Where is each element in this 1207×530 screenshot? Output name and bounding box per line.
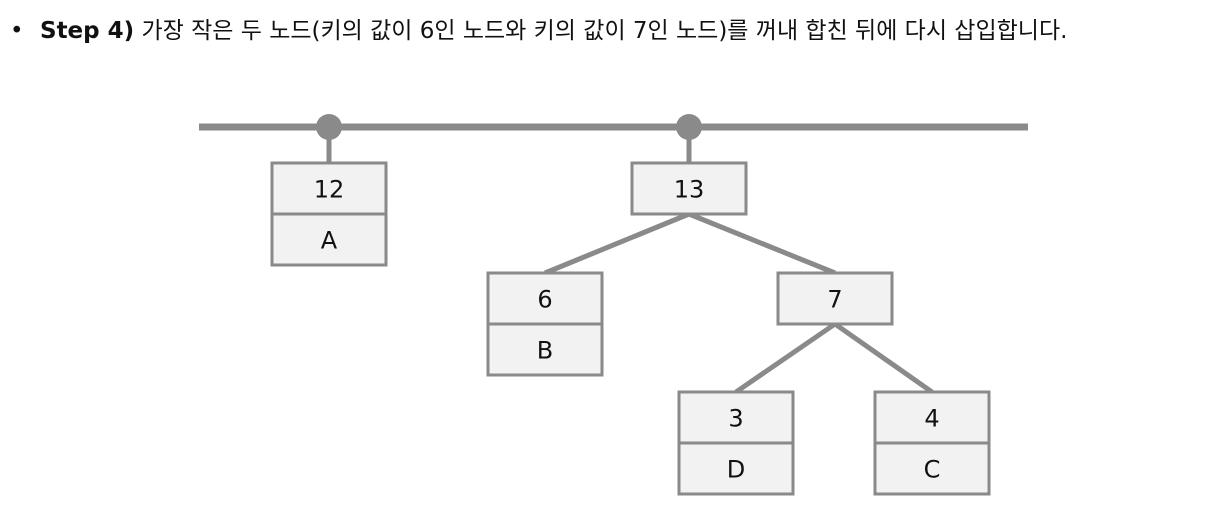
node-symbol-label: A xyxy=(321,227,338,255)
bullet-marker: • xyxy=(10,18,24,44)
tree-node-box xyxy=(630,161,748,216)
node-key-label: 3 xyxy=(728,405,743,433)
tree-node-box xyxy=(776,271,894,326)
node-key-label: 4 xyxy=(924,405,939,433)
node-symbol-label: C xyxy=(924,456,941,484)
tree-edge xyxy=(688,211,836,276)
step-label: Step 4) xyxy=(40,18,135,44)
queue-joint-dot xyxy=(316,114,342,140)
step-heading: • Step 4) 가장 작은 두 노드(키의 값이 6인 노드와 키의 값이 7… xyxy=(10,14,1067,48)
node-key-label: 7 xyxy=(827,286,842,314)
node-key-label: 12 xyxy=(314,176,345,204)
node-symbol-label: D xyxy=(727,456,745,484)
tree-edge xyxy=(734,321,837,395)
tree-edge xyxy=(544,211,690,276)
queue-joint-dot xyxy=(676,114,702,140)
node-key-label: 13 xyxy=(674,176,705,204)
node-key-label: 6 xyxy=(537,286,552,314)
node-symbol-label: B xyxy=(537,337,553,365)
tree-edge xyxy=(833,321,934,395)
step-description: 가장 작은 두 노드(키의 값이 6인 노드와 키의 값이 7인 노드)를 꺼내… xyxy=(134,18,1068,44)
